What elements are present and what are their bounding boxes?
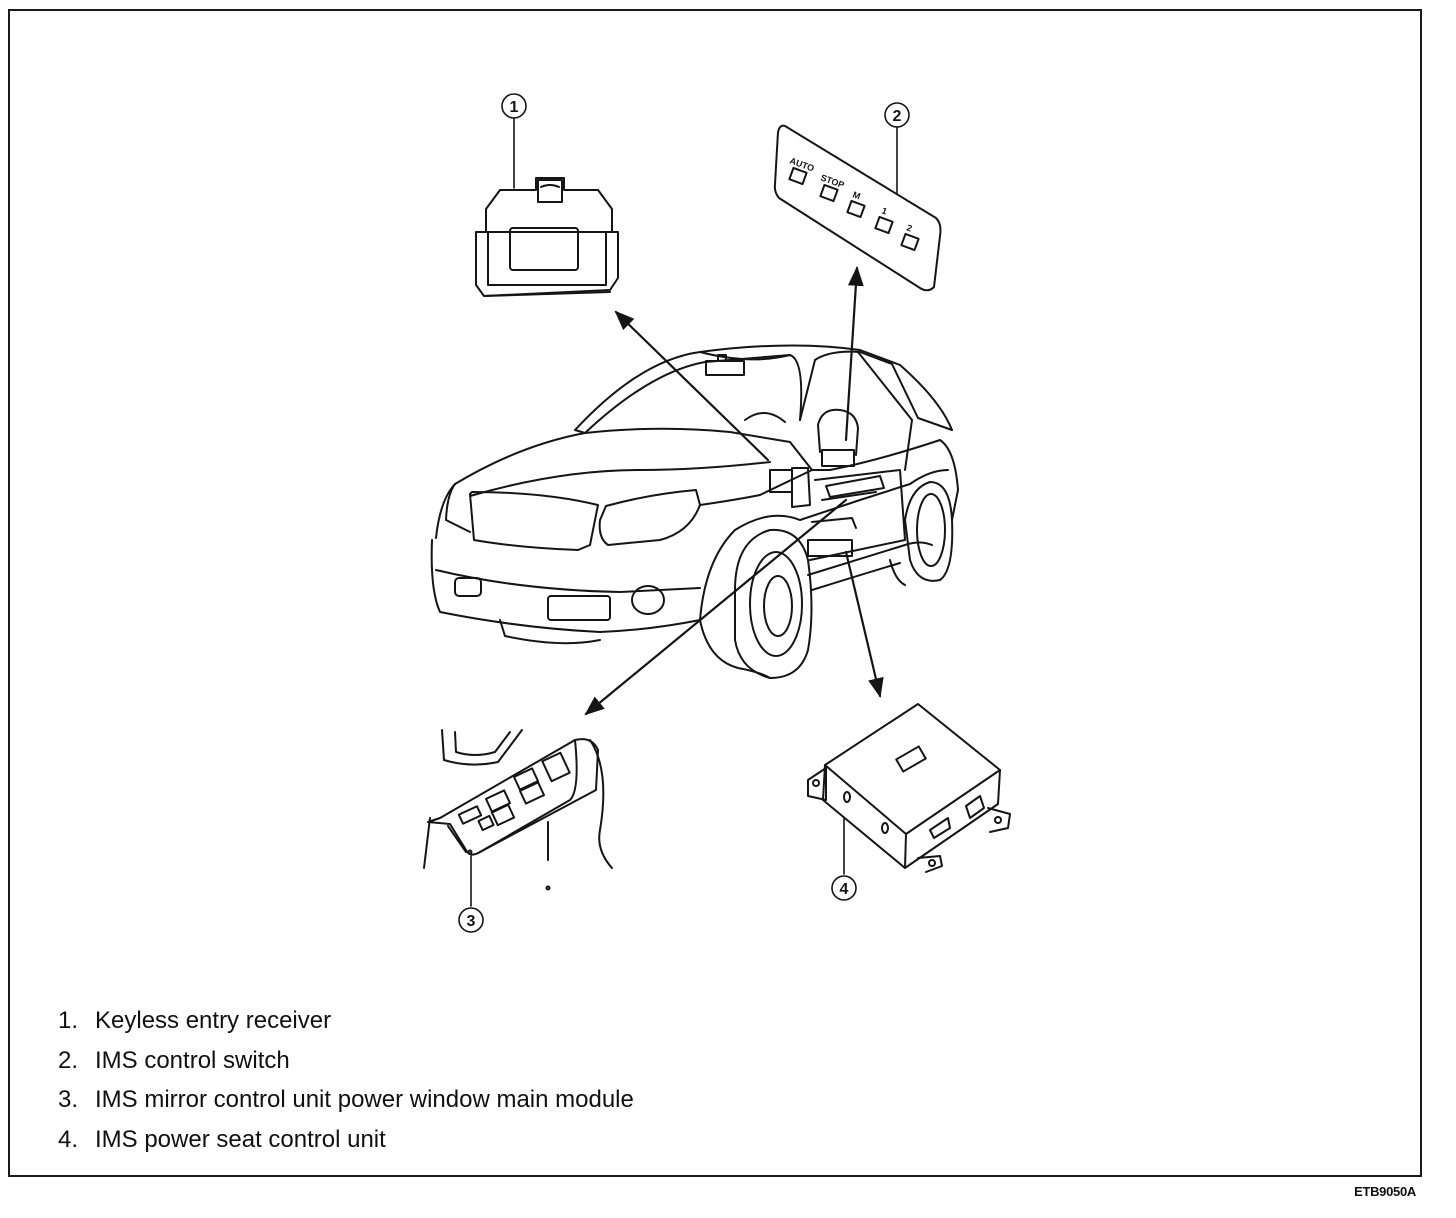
callout-number-3: 3 xyxy=(467,913,476,930)
arrow-to-keyless-receiver xyxy=(614,310,770,462)
power-seat-control-unit-drawing xyxy=(807,703,1011,873)
legend-number: 2. xyxy=(58,1046,79,1074)
power-window-main-module-drawing xyxy=(423,729,613,891)
callout-number-1: 1 xyxy=(510,99,519,116)
legend-item: 4. IMS power seat control unit xyxy=(58,1120,634,1160)
legend-text: IMS mirror control unit power window mai… xyxy=(95,1086,634,1114)
callout-circles xyxy=(458,93,910,933)
parts-legend: 1. Keyless entry receiver 2. IMS control s… xyxy=(58,1001,634,1160)
legend-number: 3. xyxy=(58,1086,79,1114)
callout-leaders xyxy=(470,117,898,907)
ims-control-switch-drawing: AUTO STOP M 1 2 xyxy=(773,124,942,292)
arrow-to-window-module xyxy=(584,498,848,716)
keyless-entry-receiver-drawing xyxy=(475,177,619,297)
figure-code: ETB9050A xyxy=(1354,1184,1416,1199)
legend-text: IMS power seat control unit xyxy=(95,1126,386,1154)
switch-label-2: 2 xyxy=(905,222,913,233)
legend-number: 4. xyxy=(58,1126,79,1154)
callout-number-4: 4 xyxy=(840,881,849,898)
arrow-to-seat-control-unit xyxy=(844,550,884,698)
callout-number-2: 2 xyxy=(893,108,902,125)
legend-item: 2. IMS control switch xyxy=(58,1041,634,1081)
legend-text: IMS control switch xyxy=(95,1046,290,1074)
car-drawing xyxy=(430,344,959,679)
legend-number: 1. xyxy=(58,1007,79,1034)
callout-arrows xyxy=(584,266,884,716)
legend-item: 3. IMS mirror control unit power window m… xyxy=(58,1080,634,1120)
switch-label-m: M xyxy=(851,189,861,201)
switch-label-1: 1 xyxy=(880,205,888,216)
legend-item: 1. Keyless entry receiver xyxy=(58,1001,634,1041)
figure-frame xyxy=(8,9,1422,1177)
arrow-to-ims-switch xyxy=(844,266,864,442)
legend-text: Keyless entry receiver xyxy=(95,1007,332,1034)
